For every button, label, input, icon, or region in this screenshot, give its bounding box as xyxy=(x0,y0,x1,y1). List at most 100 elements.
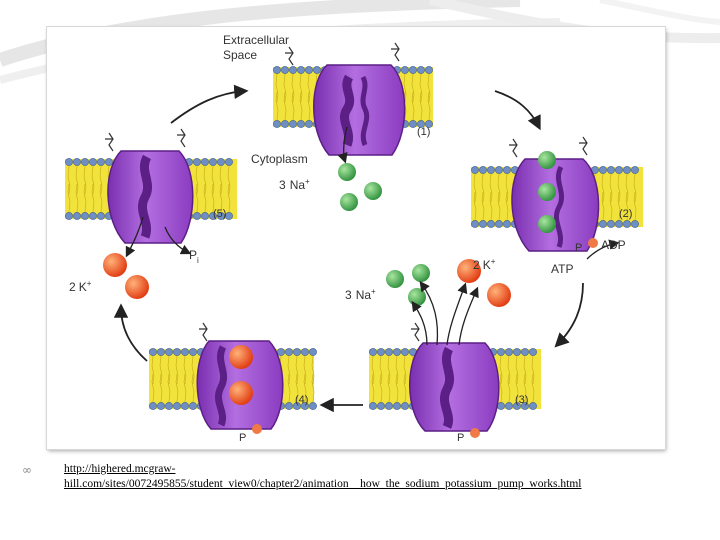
phosphate-group xyxy=(252,424,262,434)
sodium-ion xyxy=(408,288,426,306)
lipid-tail xyxy=(515,355,519,403)
lipid-head xyxy=(201,158,209,166)
pump-protein-step3 xyxy=(409,342,500,432)
lipid-tail xyxy=(523,355,527,403)
source-link-line1[interactable]: http://highered.mcgraw- xyxy=(64,463,176,475)
lipid-head xyxy=(495,220,503,228)
lipid-head xyxy=(377,348,385,356)
lipid-head xyxy=(615,220,623,228)
lipid-head xyxy=(623,220,631,228)
lipid-head xyxy=(285,402,293,410)
step-label-2: (2) xyxy=(619,208,632,220)
sodium-ion xyxy=(338,163,356,181)
lipid-tail xyxy=(499,355,503,403)
lipid-head xyxy=(623,166,631,174)
lipid-head xyxy=(425,120,433,128)
lipid-tail xyxy=(371,355,375,403)
source-link-line2[interactable]: hill.com/sites/0072495855/student_view0/… xyxy=(64,478,582,490)
lipid-head xyxy=(309,348,317,356)
lipid-tail xyxy=(159,355,163,403)
lipid-head xyxy=(273,66,281,74)
lipid-head xyxy=(73,158,81,166)
lipid-head xyxy=(599,166,607,174)
lipid-tail xyxy=(83,165,87,213)
lipid-head xyxy=(201,212,209,220)
lipid-tail xyxy=(175,355,179,403)
lipid-head xyxy=(497,402,505,410)
lipid-head xyxy=(297,120,305,128)
extracellular-label-1: Extracellular xyxy=(223,33,289,47)
step-label-1: (1) xyxy=(417,126,430,138)
lipid-head xyxy=(393,402,401,410)
phosphate-group xyxy=(588,238,598,248)
sodium-ion xyxy=(538,183,556,201)
lipid-head xyxy=(189,402,197,410)
lipid-head xyxy=(181,402,189,410)
lipid-tail xyxy=(379,355,383,403)
lipid-head xyxy=(369,348,377,356)
glycoprotein-marks xyxy=(105,42,588,342)
lipid-head xyxy=(521,402,529,410)
lipid-tail xyxy=(601,173,605,221)
lipid-tail xyxy=(395,355,399,403)
lipid-head xyxy=(409,120,417,128)
lipid-tail xyxy=(307,73,311,121)
lipid-head xyxy=(513,348,521,356)
lipid-tail xyxy=(497,173,501,221)
lipid-head xyxy=(377,402,385,410)
adp-label: ADP xyxy=(601,238,626,252)
lipid-tail xyxy=(287,355,291,403)
lipid-tail xyxy=(311,355,315,403)
lipid-head xyxy=(503,220,511,228)
sodium-ion xyxy=(538,151,556,169)
lipid-head xyxy=(631,166,639,174)
lipid-tail xyxy=(203,165,207,213)
lipid-head xyxy=(189,348,197,356)
lipid-head xyxy=(65,158,73,166)
lipid-head xyxy=(607,166,615,174)
lipid-head xyxy=(479,220,487,228)
lipid-head xyxy=(293,348,301,356)
lipid-head xyxy=(149,402,157,410)
lipid-tail xyxy=(505,173,509,221)
lipid-head xyxy=(97,158,105,166)
lipid-tail xyxy=(227,165,231,213)
potassium-ion xyxy=(229,345,253,369)
lipid-head xyxy=(81,158,89,166)
sodium-ion xyxy=(386,270,404,288)
phosphate-label-step4: P xyxy=(239,432,246,444)
lipid-head xyxy=(293,402,301,410)
lipid-head xyxy=(513,402,521,410)
lipid-tail xyxy=(489,173,493,221)
lipid-head xyxy=(385,402,393,410)
potassium-ion xyxy=(229,381,253,405)
lipid-head xyxy=(417,66,425,74)
lipid-head xyxy=(497,348,505,356)
lipid-head xyxy=(289,66,297,74)
lipid-tail xyxy=(275,73,279,121)
lipid-tail xyxy=(473,173,477,221)
pi-label: Pi xyxy=(189,248,199,265)
lipid-head xyxy=(165,348,173,356)
lipid-head xyxy=(89,212,97,220)
lipid-head xyxy=(529,348,537,356)
lipid-head xyxy=(425,66,433,74)
lipid-head xyxy=(89,158,97,166)
lipid-head xyxy=(193,158,201,166)
lipid-tail xyxy=(99,165,103,213)
potassium-ion xyxy=(457,259,481,283)
lipid-head xyxy=(173,348,181,356)
phosphate-label-step2: P xyxy=(575,242,582,254)
lipid-head xyxy=(173,402,181,410)
source-link[interactable]: http://highered.mcgraw- hill.com/sites/0… xyxy=(64,462,664,492)
pump-protein-step5 xyxy=(107,150,194,244)
step-label-5: (5) xyxy=(213,208,226,220)
sodium-ion xyxy=(364,182,382,200)
sodium-ion xyxy=(412,264,430,282)
lipid-head xyxy=(521,348,529,356)
lipid-head xyxy=(193,212,201,220)
lipid-head xyxy=(409,66,417,74)
lipid-tail xyxy=(625,173,629,221)
